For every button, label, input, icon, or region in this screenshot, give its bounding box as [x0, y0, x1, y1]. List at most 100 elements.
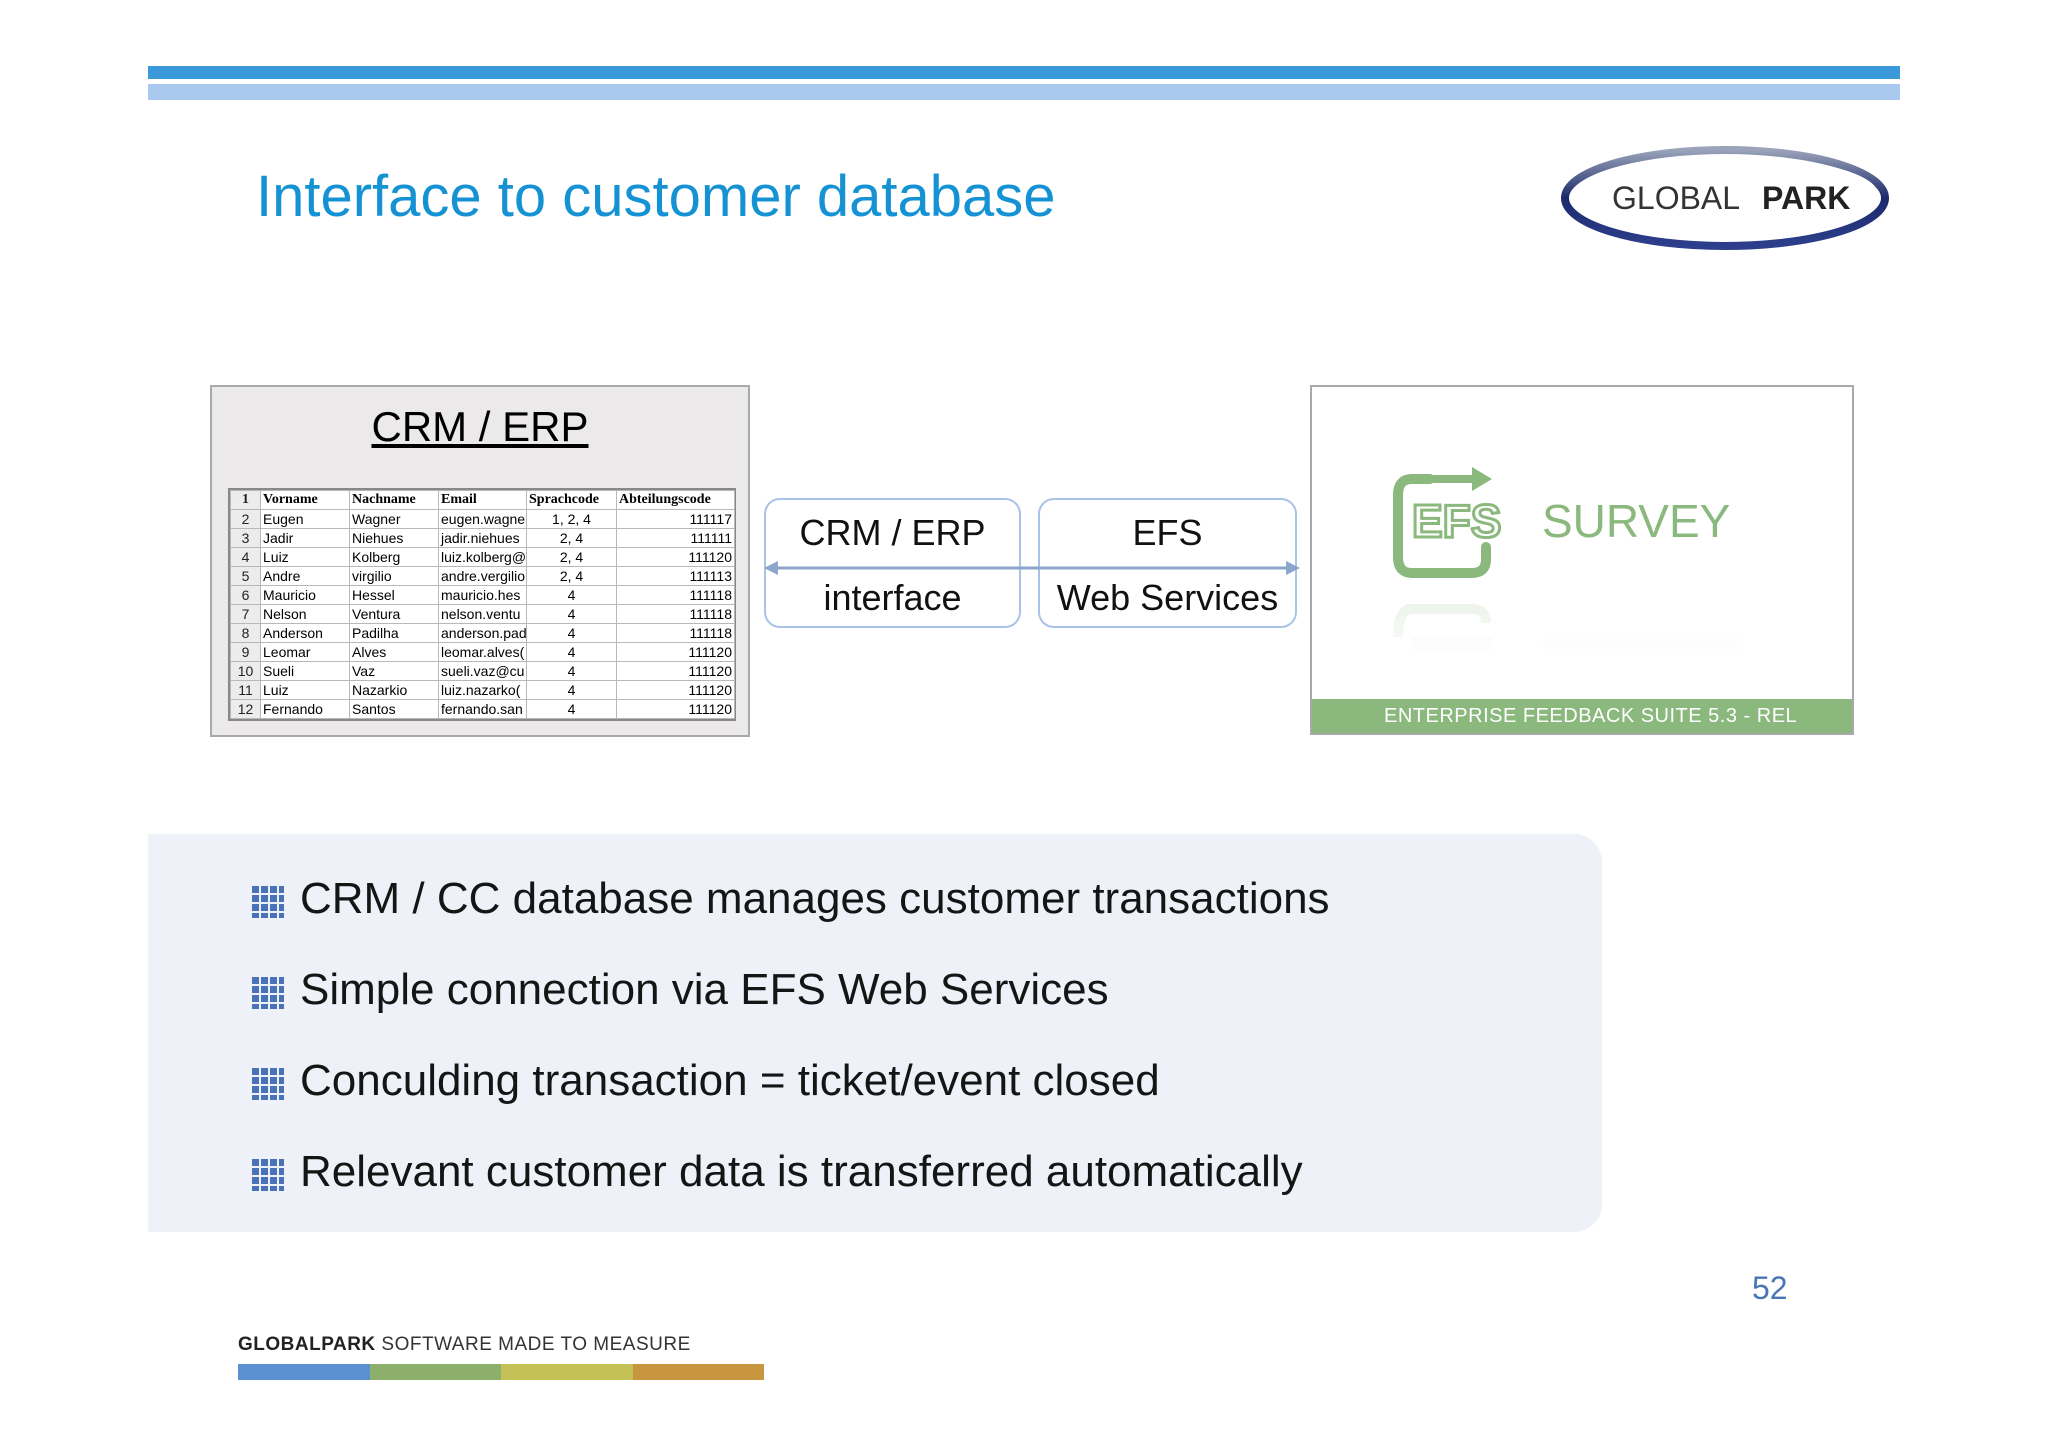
stripe-segment [369, 1364, 501, 1380]
cell-vorname: Nelson [260, 604, 350, 624]
cell-email: andre.vergilio [438, 566, 527, 586]
efs-version-banner: ENTERPRISE FEEDBACK SUITE 5.3 - REL [1312, 699, 1852, 733]
cell-abteilungscode: 111120 [616, 680, 735, 700]
cell-sprachcode: 2, 4 [526, 566, 617, 586]
cell-email: mauricio.hes [438, 585, 527, 605]
cell-sprachcode: 4 [526, 585, 617, 605]
cell-nachname: virgilio [349, 566, 439, 586]
column-header: Vorname [260, 490, 350, 510]
column-header: Sprachcode [526, 490, 617, 510]
cell-sprachcode: 2, 4 [526, 528, 617, 548]
cell-abteilungscode: 111113 [616, 566, 735, 586]
cell-nachname: Kolberg [349, 547, 439, 567]
stripe-segment [238, 1364, 370, 1380]
header-bar-light [148, 84, 1900, 100]
bidirectional-arrow-icon [764, 561, 1300, 575]
table-header-row: 1 Vorname Nachname Email Sprachcode Abte… [230, 490, 735, 510]
cell-nachname: Niehues [349, 528, 439, 548]
bullet-text: Simple connection via EFS Web Services [300, 965, 1109, 1014]
cell-nachname: Ventura [349, 604, 439, 624]
cell-nachname: Nazarkio [349, 680, 439, 700]
cell-vorname: Eugen [260, 509, 350, 529]
row-number: 1 [230, 490, 261, 510]
row-number: 12 [230, 699, 261, 719]
cell-vorname: Anderson [260, 623, 350, 643]
stripe-segment [632, 1364, 764, 1380]
footer-tagline: SOFTWARE MADE TO MEASURE [375, 1334, 691, 1355]
cell-email: jadir.niehues [438, 528, 527, 548]
cell-vorname: Fernando [260, 699, 350, 719]
row-number: 3 [230, 528, 261, 548]
cell-abteilungscode: 111118 [616, 604, 735, 624]
cell-nachname: Padilha [349, 623, 439, 643]
grid-bullet-icon [252, 886, 284, 918]
row-number: 10 [230, 661, 261, 681]
cell-sprachcode: 4 [526, 604, 617, 624]
cell-nachname: Hessel [349, 585, 439, 605]
cell-nachname: Santos [349, 699, 439, 719]
row-number: 9 [230, 642, 261, 662]
crm-table: 1 Vorname Nachname Email Sprachcode Abte… [230, 490, 735, 719]
efs-survey-logo: EFS SURVEY [1372, 467, 1792, 672]
cell-sprachcode: 4 [526, 661, 617, 681]
cell-email: leomar.alves( [438, 642, 527, 662]
cell-nachname: Vaz [349, 661, 439, 681]
cell-sprachcode: 4 [526, 699, 617, 719]
cell-abteilungscode: 111118 [616, 585, 735, 605]
cell-email: anderson.pad [438, 623, 527, 643]
row-number: 2 [230, 509, 261, 529]
cell-sprachcode: 4 [526, 680, 617, 700]
crm-erp-panel: CRM / ERP 1 Vorname Nachname Email Sprac… [210, 385, 750, 737]
cell-abteilungscode: 111111 [616, 528, 735, 548]
header-bar-dark [148, 66, 1900, 79]
cell-abteilungscode: 111120 [616, 699, 735, 719]
cell-abteilungscode: 111120 [616, 547, 735, 567]
cell-sprachcode: 2, 4 [526, 547, 617, 567]
footer-brand-name: GLOBALPARK [238, 1334, 376, 1355]
cell-nachname: Alves [349, 642, 439, 662]
efs-web-services-box: EFS Web Services [1038, 498, 1297, 628]
cell-email: nelson.ventu [438, 604, 527, 624]
cell-sprachcode: 1, 2, 4 [526, 509, 617, 529]
cell-vorname: Luiz [260, 547, 350, 567]
grid-bullet-icon [252, 1159, 284, 1191]
cell-vorname: Leomar [260, 642, 350, 662]
interface-box-line2: interface [823, 577, 962, 618]
cell-email: luiz.kolberg@ [438, 547, 527, 567]
cell-sprachcode: 4 [526, 623, 617, 643]
bullet-panel: CRM / CC database manages customer trans… [148, 834, 1602, 1232]
footer-color-stripe [238, 1364, 764, 1380]
logo-text-global: GLOBAL [1612, 180, 1740, 216]
page-number: 52 [1752, 1270, 1788, 1306]
cell-vorname: Luiz [260, 680, 350, 700]
column-header: Email [438, 490, 527, 510]
bullet-text: CRM / CC database manages customer trans… [300, 874, 1330, 923]
interface-box-line1: CRM / ERP [799, 512, 986, 553]
cell-email: eugen.wagne [438, 509, 527, 529]
cell-vorname: Mauricio [260, 585, 350, 605]
cell-vorname: Sueli [260, 661, 350, 681]
efs-logo-text: EFS [1412, 495, 1501, 547]
row-number: 7 [230, 604, 261, 624]
row-number: 11 [230, 680, 261, 700]
cell-abteilungscode: 111117 [616, 509, 735, 529]
crm-panel-title: CRM / ERP [371, 403, 589, 450]
cell-email: sueli.vaz@cu [438, 661, 527, 681]
row-number: 5 [230, 566, 261, 586]
row-number: 4 [230, 547, 261, 567]
cell-vorname: Andre [260, 566, 350, 586]
cell-email: luiz.nazarko( [438, 680, 527, 700]
cell-sprachcode: 4 [526, 642, 617, 662]
survey-logo-text: SURVEY [1542, 495, 1730, 547]
